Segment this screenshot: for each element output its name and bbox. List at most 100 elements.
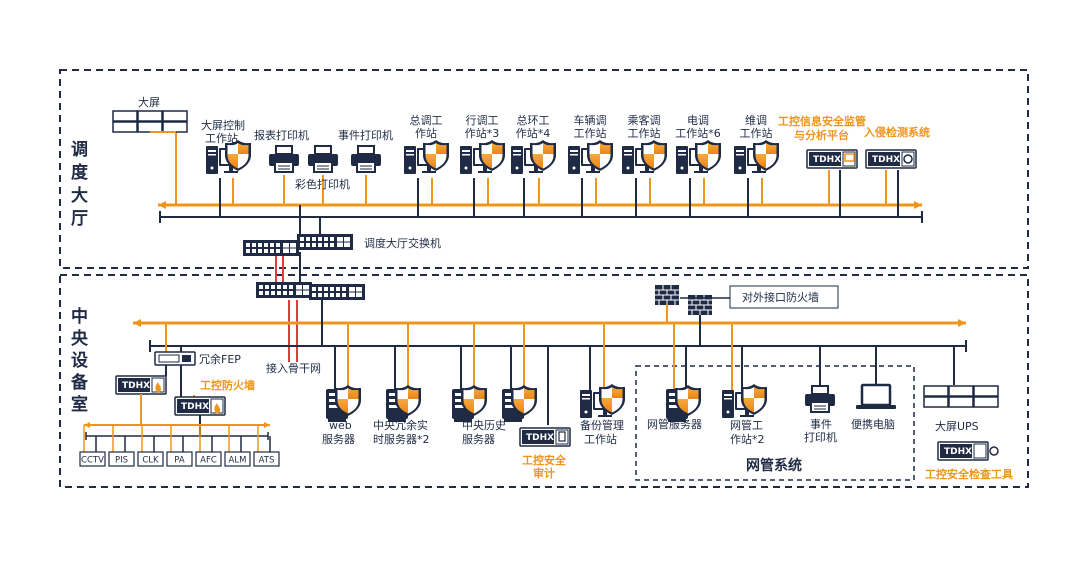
- hall-switch-b-icon[interactable]: [296, 233, 354, 251]
- web-server-label-2: 服务器: [322, 433, 355, 446]
- laptop-icon[interactable]: [856, 383, 896, 409]
- event-printer-icon[interactable]: [350, 145, 382, 173]
- dispatch-workstation-label: 总环工: [517, 113, 550, 127]
- dispatch-workstation-icon[interactable]: [460, 140, 505, 174]
- color-printer-label: 彩色打印机: [295, 177, 350, 191]
- subsystem-label: AFC: [200, 456, 217, 466]
- subsystem-box[interactable]: [253, 451, 280, 467]
- dispatch-workstation-label: 作站*3: [465, 126, 500, 140]
- ics-firewall-b-brand: TDHX: [181, 402, 209, 412]
- dispatch-workstation-label: 车辆调: [574, 113, 607, 127]
- dispatch-workstation-icon[interactable]: [622, 140, 667, 174]
- subsystem-box[interactable]: [166, 451, 193, 467]
- backup-station-label-2: 工作站: [584, 432, 617, 446]
- subsystem-label: PIS: [115, 456, 128, 466]
- event-printer-label: 事件打印机: [338, 128, 393, 142]
- realtime-server-label-2: 时服务器*2: [373, 433, 430, 446]
- ics-firewall-a-brand: TDHX: [122, 381, 150, 391]
- netmgmt-station-label-2: 作站*2: [730, 432, 765, 446]
- central-room-zone: [59, 274, 1029, 488]
- web-server-label-1: web: [329, 419, 352, 432]
- dispatch-workstation-icon[interactable]: [734, 140, 779, 174]
- central-switch-b-icon[interactable]: [308, 283, 366, 301]
- subsystem-navy-bus: [85, 432, 269, 440]
- history-server-a-icon[interactable]: [452, 385, 487, 422]
- dispatch-hall-title-char: 调: [71, 140, 88, 160]
- subsystem-box[interactable]: [137, 451, 164, 467]
- check-tool-brand: TDHX: [944, 447, 972, 457]
- netmgmt-printer-icon[interactable]: [804, 385, 836, 413]
- audit-brand: TDHX: [526, 433, 554, 443]
- dispatch-hall-title-char: 度: [71, 162, 89, 183]
- dispatch-workstation-label: 维调: [745, 114, 767, 127]
- dispatch-workstation-label: 电调: [687, 114, 709, 127]
- central-room-title-char: 室: [71, 394, 88, 415]
- audit-label-1: 工控安全: [522, 453, 567, 467]
- dispatch-workstation-label: 工作站: [628, 126, 661, 140]
- dispatch-workstation-icon[interactable]: [404, 140, 449, 174]
- hall-navy-bus: [159, 211, 923, 223]
- web-server-icon[interactable]: [326, 385, 361, 422]
- dispatch-workstation-icon[interactable]: [676, 140, 721, 174]
- ids-brand: TDHX: [872, 155, 900, 165]
- fep-device[interactable]: [154, 351, 196, 366]
- central-orange-drops: [165, 323, 733, 403]
- subsystem-box[interactable]: [79, 451, 106, 467]
- central-room-title-char: 央: [71, 328, 89, 349]
- color-printer-icon[interactable]: [307, 145, 339, 173]
- netmgmt-printer-label-1: 事件: [810, 418, 832, 431]
- ups-big-screen-icon: [923, 385, 999, 408]
- big-screen-ctrl-label-1: 大屏控制: [201, 118, 245, 132]
- central-room-title-char: 备: [70, 372, 89, 393]
- dispatch-workstation-icon[interactable]: [568, 140, 613, 174]
- audit-appliance[interactable]: TDHX: [519, 427, 571, 447]
- history-server-b-icon[interactable]: [502, 385, 537, 422]
- ext-firewall-a-icon[interactable]: [654, 284, 680, 306]
- subsystem-box[interactable]: [195, 451, 222, 467]
- monitor-platform-appliance[interactable]: TDHX: [806, 149, 858, 169]
- check-tool-appliance[interactable]: TDHX: [937, 441, 999, 461]
- check-tool-label: 工控安全检查工具: [925, 467, 1013, 481]
- dispatch-hall-title-group: 调度大厅: [71, 140, 89, 229]
- monitor-platform-brand: TDHX: [813, 155, 841, 165]
- ids-search-icon: [903, 154, 913, 164]
- big-screen-ctrl-workstation-icon[interactable]: [206, 140, 251, 174]
- dispatch-workstation-icon[interactable]: [511, 140, 556, 174]
- ics-firewall-appliance-b[interactable]: TDHX: [174, 396, 226, 416]
- central-room-title-char: 设: [71, 351, 88, 371]
- ics-firewall-label: 工控防火墙: [200, 378, 255, 392]
- history-server-label-1: 中央历史: [462, 419, 506, 432]
- backbone-red-links: [275, 256, 298, 362]
- central-navy-bus: [149, 340, 967, 352]
- big-screen-icon: [112, 110, 188, 133]
- subsystem-box[interactable]: [108, 451, 135, 467]
- dispatch-workstation-label: 作站: [415, 126, 437, 140]
- netmgmt-server-icon[interactable]: [666, 385, 701, 422]
- ups-label: 大屏UPS: [935, 419, 979, 433]
- backup-workstation-icon[interactable]: [580, 384, 625, 418]
- realtime-server-icon[interactable]: [386, 385, 421, 422]
- fire-icon-b: [214, 403, 220, 414]
- report-printer-icon[interactable]: [268, 145, 300, 173]
- central-orange-bus: [133, 319, 966, 327]
- ids-appliance[interactable]: TDHX: [865, 149, 917, 169]
- ext-firewall-label: 对外接口防火墙: [742, 290, 819, 304]
- netmgmt-workstation-icon[interactable]: [722, 384, 767, 418]
- ids-label: 入侵检测系统: [864, 125, 930, 139]
- monitor-platform-label-1: 工控信息安全监管: [778, 114, 866, 128]
- subsystem-label: CLK: [142, 456, 159, 466]
- dispatch-workstation-label: 工作站*6: [675, 126, 721, 140]
- hall-switch-label: 调度大厅交换机: [364, 236, 441, 250]
- audit-label-2: 审计: [533, 466, 555, 480]
- hall-switch-a-icon[interactable]: [242, 239, 300, 257]
- netmgmt-server-label: 网管服务器: [647, 417, 702, 431]
- central-room-title-char: 中: [71, 306, 88, 327]
- ics-firewall-appliance-a[interactable]: TDHX: [115, 375, 167, 395]
- laptop-label: 便携电脑: [851, 417, 895, 431]
- central-switch-a-icon[interactable]: [255, 281, 313, 299]
- subsystem-box[interactable]: [224, 451, 251, 467]
- dispatch-hall-title-char: 大: [71, 185, 88, 206]
- monitor-platform-label-2: 与分析平台: [794, 128, 849, 142]
- fire-icon: [155, 382, 161, 393]
- dispatch-workstation-label: 工作站: [574, 126, 607, 140]
